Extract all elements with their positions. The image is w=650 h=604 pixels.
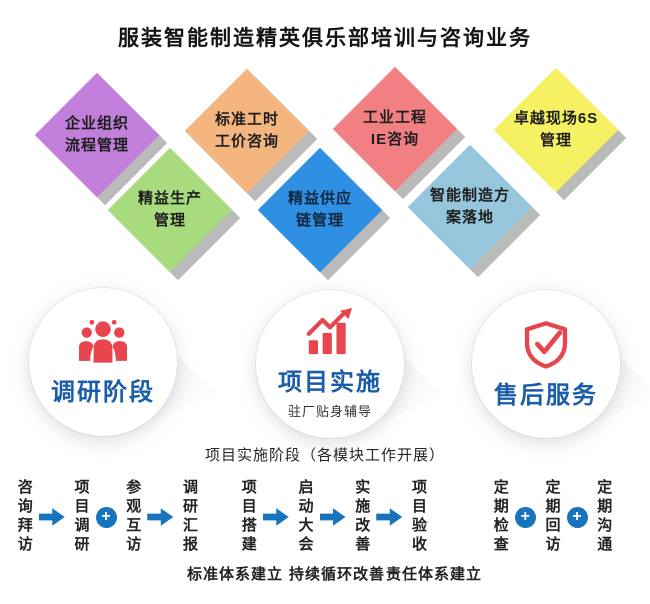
flow-step: 项目搭建 — [239, 479, 257, 555]
diamond-label: 卓越现场6S 管理 — [494, 68, 618, 192]
stage-circle: 项目实施 驻厂贴身辅导 — [256, 290, 404, 438]
diamond-label: 企业组织 流程管理 — [35, 73, 159, 197]
diamond-label-line2: 案落地 — [445, 209, 494, 226]
stage-title: 售后服务 — [494, 381, 598, 409]
footer-continuous-improvement: 持续循环改善 — [288, 566, 386, 583]
stage-circle: 调研阶段 — [29, 288, 177, 436]
diamond-label-line1: 智能制造方 — [429, 187, 510, 205]
stage-aftersales: 售后服务 — [472, 290, 650, 438]
plus-icon: + — [95, 506, 117, 528]
arrow-right-icon — [38, 508, 65, 526]
stage-title: 调研阶段 — [51, 378, 155, 406]
diamond-smart-manufacturing: 智能制造方 案落地 — [407, 144, 541, 278]
diamond-label-line1: 企业组织 — [64, 115, 129, 133]
diamond-label-line2: 工价咨询 — [214, 133, 279, 150]
plus-icon: + — [514, 506, 536, 528]
arrow-right-icon — [147, 508, 174, 526]
diamond-label: 精益供应 链管理 — [258, 148, 382, 272]
diamond-label-line1: 标准工时 — [214, 111, 279, 129]
arrow-right-icon — [376, 508, 403, 526]
diamond-label: 工业工程 IE咨询 — [333, 67, 457, 191]
team-icon — [79, 319, 127, 363]
footer-responsibility-system: 责任体系建立 — [385, 566, 483, 583]
flow-step: 项目调研 — [72, 479, 90, 555]
diamond-6s-management: 卓越现场6S 管理 — [493, 67, 627, 201]
flow-step: 定期回访 — [543, 479, 561, 555]
growth-chart-icon — [306, 308, 353, 355]
diamond-label: 智能制造方 案落地 — [408, 145, 532, 269]
page-title: 服装智能制造精英俱乐部培训与咨询业务 — [118, 27, 532, 50]
flow-group-implementation: 项目搭建 启动大会 实施改善 项目验收 — [238, 479, 427, 555]
shield-check-icon — [524, 320, 568, 369]
flow-step: 咨询拜访 — [15, 479, 33, 555]
flow-step: 调研汇报 — [181, 479, 198, 555]
flow-step: 定期沟通 — [595, 479, 613, 555]
diamond-label-line1: 精益供应 — [287, 190, 352, 208]
stage-research: 调研阶段 — [29, 288, 215, 436]
diamond-label-line2: 管理 — [539, 132, 572, 149]
stage-title: 项目实施 — [278, 369, 382, 396]
flow-step: 项目验收 — [410, 479, 427, 555]
diamond-label: 精益生产 管理 — [108, 148, 232, 272]
arrow-right-icon — [262, 508, 289, 526]
stage-implementation: 项目实施 驻厂贴身辅导 — [256, 290, 442, 438]
flow-step: 定期检查 — [491, 479, 509, 555]
diamond-standard-hours-pricing: 标准工时 工价咨询 — [184, 68, 318, 202]
diamond-label-line2: IE咨询 — [370, 131, 420, 148]
diamond-lean-production: 精益生产 管理 — [107, 147, 241, 281]
diamond-label-line2: 管理 — [153, 212, 186, 229]
diamond-label-line2: 流程管理 — [64, 137, 129, 154]
diamond-enterprise-org-process: 企业组织 流程管理 — [34, 72, 168, 206]
footer-standard-system: 标准体系建立 — [186, 566, 284, 583]
arrow-right-icon — [319, 508, 346, 526]
diamond-label-line1: 精益生产 — [137, 190, 202, 208]
flow-group-research: 咨询拜访 项目调研 + 参观互访 调研汇报 — [14, 479, 198, 555]
diamond-label-line1: 工业工程 — [362, 109, 427, 127]
process-section-title: 项目实施阶段（各模块工作开展） — [204, 447, 445, 464]
diamond-ie-consulting: 工业工程 IE咨询 — [332, 66, 466, 200]
stage-subtitle: 驻厂贴身辅导 — [287, 404, 372, 419]
flow-step: 启动大会 — [296, 479, 314, 555]
flow-step: 参观互访 — [124, 479, 142, 555]
stage-circle: 售后服务 — [472, 290, 620, 438]
diamond-lean-supply-chain: 精益供应 链管理 — [257, 147, 391, 281]
flow-group-aftersales: 定期检查 + 定期回访 + 定期沟通 — [490, 479, 613, 555]
flow-step: 实施改善 — [353, 479, 371, 555]
plus-icon: + — [566, 506, 588, 528]
diamond-label-line2: 链管理 — [295, 212, 344, 229]
diamond-label: 标准工时 工价咨询 — [185, 69, 309, 193]
diamond-label-line1: 卓越现场6S — [513, 110, 599, 128]
